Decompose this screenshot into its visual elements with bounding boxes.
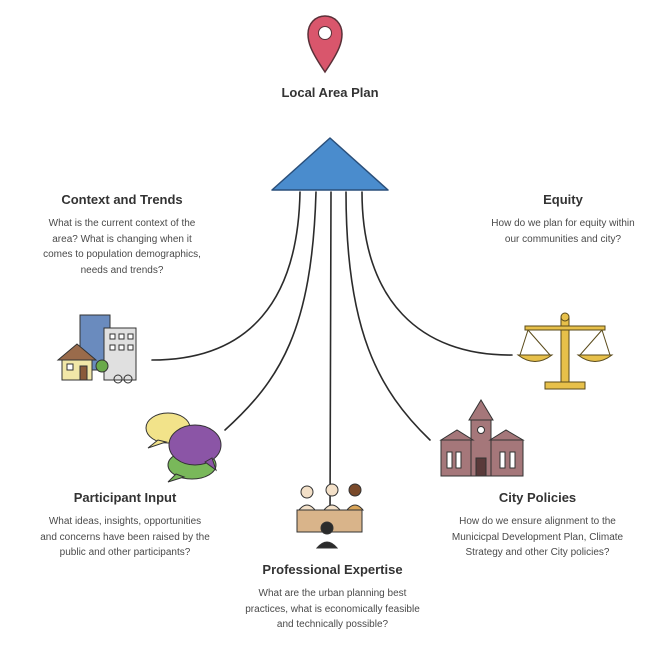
node-equity: Equity How do we plan for equity within … [488,192,638,247]
center-label: Local Area Plan [250,85,410,109]
node-professional-expertise: Professional Expertise What are the urba… [245,562,420,633]
city-hall-icon [439,399,525,477]
roof-triangle-icon [271,137,389,191]
context-title: Context and Trends [61,192,183,207]
policies-title: City Policies [498,490,577,505]
node-city-policies: City Policies How do we ensure alignment… [440,490,635,561]
scales-icon [516,312,614,390]
professional-title: Professional Expertise [262,562,403,577]
professional-desc: What are the urban planning best practic… [245,588,420,630]
neighbourhood-icon [56,314,137,384]
equity-desc: How do we plan for equity within our com… [491,218,635,245]
participant-title: Participant Input [73,490,177,505]
center-title: Local Area Plan [281,85,379,100]
equity-title: Equity [543,192,583,207]
speech-bubbles-icon [145,412,222,483]
participant-desc: What ideas, insights, opportunities and … [40,516,210,558]
node-context-and-trends: Context and Trends What is the current c… [42,192,202,278]
map-pin-icon [307,15,343,74]
panel-of-experts-icon [296,483,365,549]
policies-desc: How do we ensure alignment to the Munici… [451,516,624,558]
node-participant-input: Participant Input What ideas, insights, … [40,490,210,561]
context-desc: What is the current context of the area?… [43,218,201,276]
